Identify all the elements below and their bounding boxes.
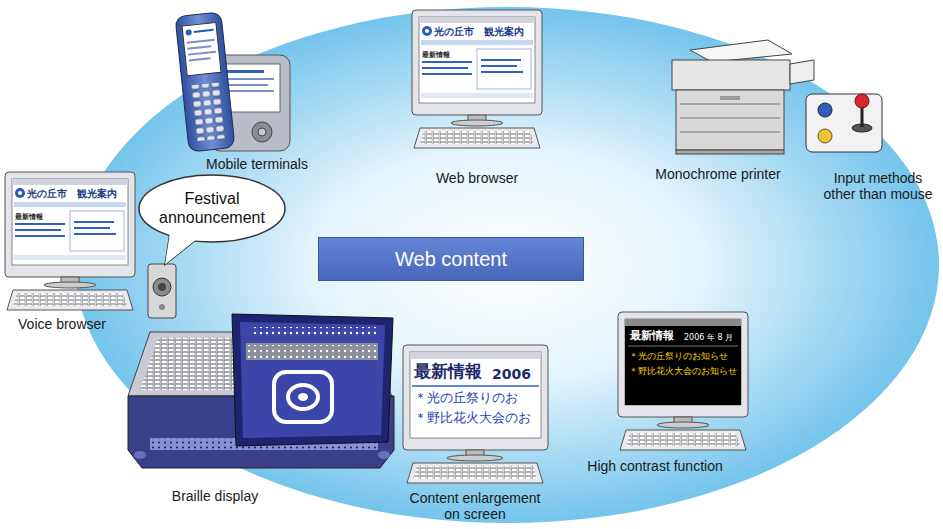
speaker-illustration-part xyxy=(158,283,166,291)
mobile-terminals-illustration-part xyxy=(224,78,274,80)
enlargement-monitor-part xyxy=(413,466,537,479)
printer-illustration-part xyxy=(680,132,780,133)
braille-display-illustration-part xyxy=(248,345,376,358)
screen-text: 最新情報 xyxy=(414,362,482,382)
enlargement-monitor-part xyxy=(407,463,543,483)
device-caption: Web browser xyxy=(436,170,518,186)
mobile-terminals-illustration-part-part xyxy=(187,45,211,49)
braille-display-illustration-part xyxy=(274,372,332,422)
enlargement-monitor-part xyxy=(447,455,503,461)
mobile-terminals-illustration-part xyxy=(224,84,268,86)
enlargement-monitor-part xyxy=(410,352,541,438)
printer-illustration-part xyxy=(680,104,780,105)
web-browser-monitor xyxy=(412,10,542,148)
printer-illustration-part xyxy=(680,118,780,119)
device-caption: Content enlargement on screen xyxy=(405,490,545,522)
printer-illustration-part xyxy=(676,90,784,150)
speaker-illustration-part xyxy=(148,264,176,318)
speaker-illustration-part xyxy=(159,304,165,310)
mobile-terminals-illustration-part-part xyxy=(182,23,221,76)
enlargement-monitor-part xyxy=(410,352,541,359)
braille-display-illustration-part xyxy=(250,327,376,337)
device-caption: Input methods other than mouse xyxy=(820,170,936,202)
braille-display-illustration-part xyxy=(246,343,378,360)
device-caption: Voice browser xyxy=(18,316,106,332)
mobile-terminals-illustration xyxy=(175,12,290,152)
content-box: Web content xyxy=(318,237,584,281)
bubble-tail-join xyxy=(165,229,197,264)
mobile-terminals-illustration-part xyxy=(224,70,264,73)
input-device-illustration-part xyxy=(818,103,832,117)
screen-text: ＊光の丘祭りのお xyxy=(414,391,518,406)
web-browser-monitor-part xyxy=(419,17,535,98)
screen-text: 光の丘市 観光案内 xyxy=(27,188,117,200)
braille-display-illustration xyxy=(128,314,394,468)
input-device-illustration-part xyxy=(855,94,869,108)
screen-text: 最新情報 xyxy=(15,213,43,221)
screen-text: ＊光の丘祭りのお知らせ xyxy=(629,351,728,361)
printer-illustration-part xyxy=(690,40,792,62)
voice-browser-monitor-part xyxy=(5,172,135,310)
braille-display-illustration-part xyxy=(240,322,385,438)
device-caption: Mobile terminals xyxy=(206,156,308,172)
braille-display-illustration-part xyxy=(298,393,308,401)
screen-text: 最新情報 xyxy=(422,51,450,59)
high-contrast-monitor xyxy=(618,312,748,450)
enlargement-monitor xyxy=(403,345,548,483)
mobile-terminals-illustration-part xyxy=(252,122,272,142)
printer-illustration xyxy=(672,40,814,154)
screen-text: 最新情報 xyxy=(630,330,674,343)
braille-display-illustration-part xyxy=(288,385,318,409)
input-device-illustration-part xyxy=(818,129,832,143)
printer-illustration-part xyxy=(676,150,784,154)
speaker-illustration-part xyxy=(153,278,171,296)
input-device-illustration xyxy=(806,94,882,152)
mobile-terminals-illustration-part xyxy=(224,90,274,92)
printer-illustration-part xyxy=(790,60,814,84)
screen-text: 2006 xyxy=(492,366,531,382)
mobile-terminals-illustration-part-part xyxy=(187,39,215,44)
voice-browser-monitor-part xyxy=(12,179,128,260)
braille-display-illustration-part xyxy=(232,314,393,446)
mobile-terminals-illustration-part xyxy=(175,12,235,152)
mobile-terminals-illustration-part-part xyxy=(190,82,226,141)
printer-illustration-part xyxy=(720,96,740,100)
mobile-terminals-illustration-part xyxy=(258,128,266,136)
high-contrast-monitor-part xyxy=(625,319,741,405)
web-browser-monitor-part xyxy=(412,10,542,148)
screen-text: ＊野比花火大会のお知らせ xyxy=(629,366,737,376)
mobile-terminals-illustration-part-part xyxy=(185,29,192,36)
mobile-terminals-illustration-part-part xyxy=(188,51,216,56)
device-caption: High contrast function xyxy=(587,458,722,474)
speech-bubble: Festival announcement xyxy=(138,174,286,243)
braille-display-illustration-part xyxy=(378,451,390,459)
device-caption: Braille display xyxy=(172,488,258,504)
enlargement-monitor-part xyxy=(412,385,539,387)
box-title: Web content xyxy=(395,247,507,271)
background-ellipse xyxy=(75,7,939,523)
screen-text: 光の丘市 観光案内 xyxy=(434,26,524,38)
screen-text: ＊野比花火大会のお xyxy=(414,411,531,426)
screen-text: 2006 年 8 月 xyxy=(684,333,733,342)
mobile-terminals-illustration-part-part xyxy=(194,29,214,33)
printer-illustration-part xyxy=(672,60,790,90)
bubble-text: Festival announcement xyxy=(156,189,268,227)
enlargement-monitor-part xyxy=(403,345,548,450)
mobile-terminals-illustration-part-part xyxy=(175,12,235,152)
input-device-illustration-part xyxy=(806,94,882,152)
device-caption: Monochrome printer xyxy=(655,166,780,182)
bubble-outline xyxy=(138,174,286,243)
high-contrast-monitor-part xyxy=(618,312,748,450)
high-contrast-monitor-part xyxy=(625,319,741,326)
bubble-ellipse xyxy=(139,175,285,242)
speaker-illustration xyxy=(148,264,176,318)
mobile-terminals-illustration-part-part xyxy=(189,57,211,61)
braille-display-illustration-part xyxy=(134,451,146,459)
voice-browser-monitor xyxy=(5,172,135,310)
high-contrast-monitor-part xyxy=(628,346,738,347)
